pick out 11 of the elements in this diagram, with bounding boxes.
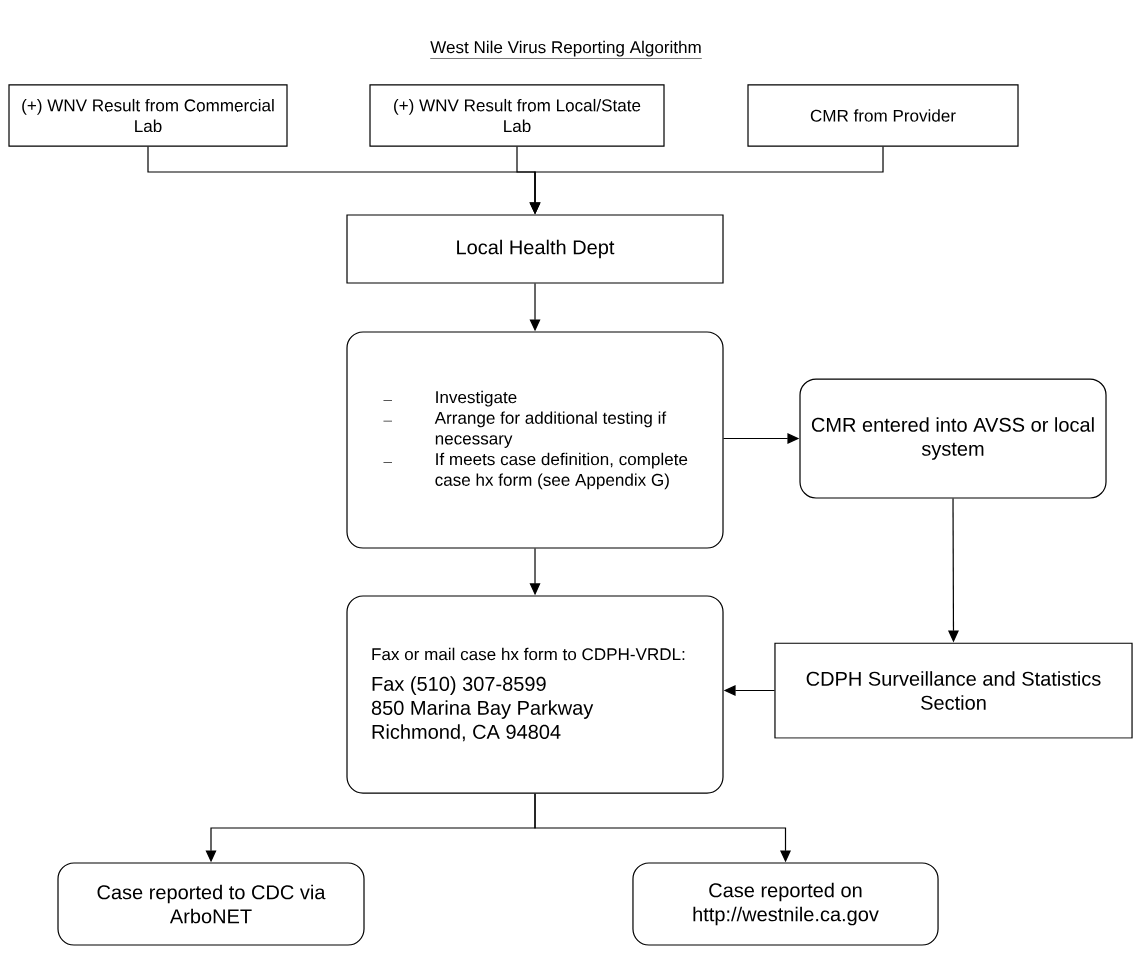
process-box: CMR from Provider [747, 84, 1019, 147]
process-box: Local Health Dept [346, 214, 724, 284]
process-box: CDPH Surveillance and Statistics Section [774, 642, 1133, 739]
rounded-box: CMR entered into AVSS or local system [799, 378, 1107, 499]
process-box: (+) WNV Result from Commercial Lab [8, 84, 288, 147]
process-box: (+) WNV Result from Local/State Lab [369, 84, 665, 147]
rounded-box: Fax or mail case hx form to CDPH-VRDL: Fax (510) 307-8599 850 Marina Bay Parkway Richmond, CA 94804 [346, 595, 724, 794]
rounded-box: Case reported to CDC via ArboNET [57, 862, 365, 946]
title: West Nile Virus Reporting Algorithm [429, 40, 703, 59]
rounded-box: Case reported on http://westnile.ca.gov [632, 862, 939, 946]
rounded-box: Investigate Arrange for additional testing if necessary If meets case definition, complete case hx form (see Appendix G) [346, 331, 724, 549]
